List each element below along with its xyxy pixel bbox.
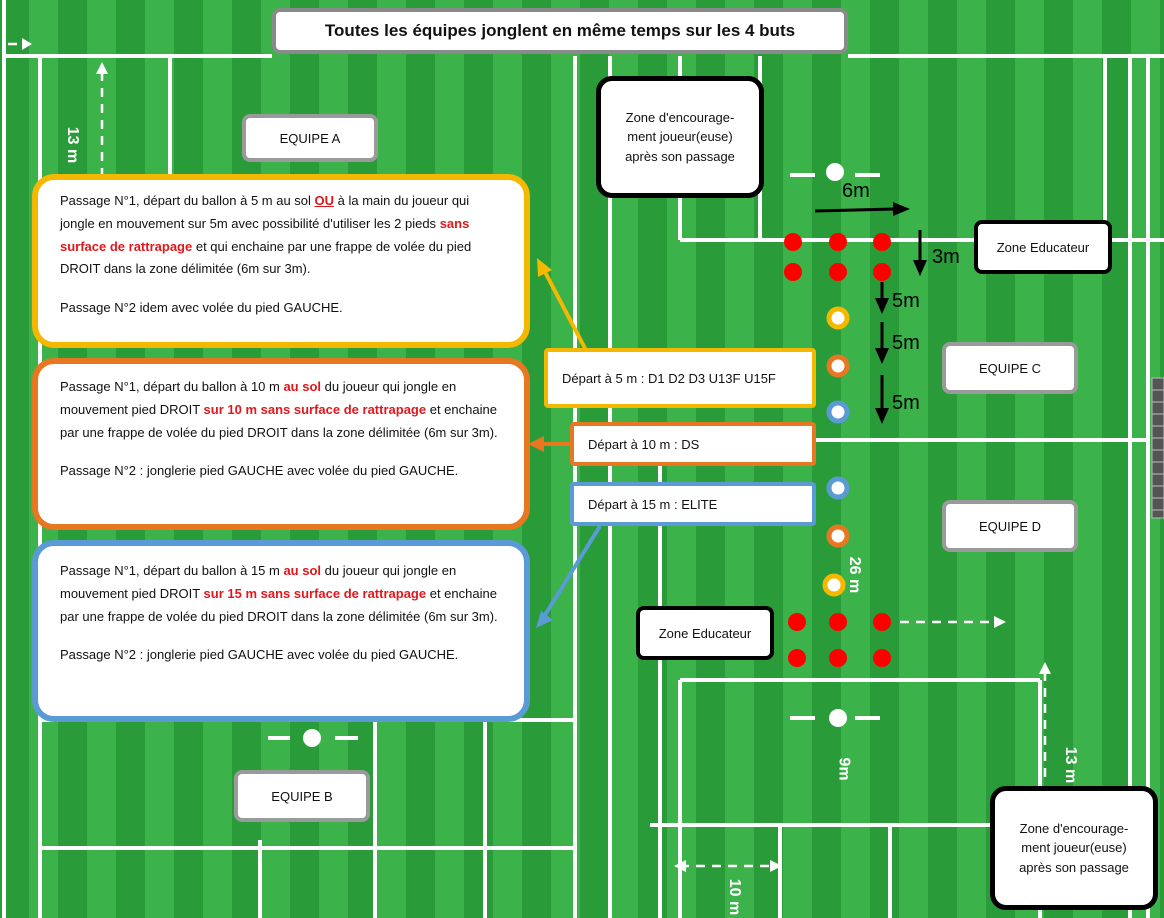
page-title: Toutes les équipes jonglent en même temp… <box>272 8 848 54</box>
departure-15m: Départ à 15 m : ELITE <box>570 482 816 526</box>
measure-5m-3: 5m <box>892 392 920 414</box>
measure-13m-right: 13 m <box>1062 746 1080 784</box>
measure-10m: 10 m <box>726 878 744 916</box>
measure-3m: 3m <box>932 246 960 268</box>
red-cones <box>784 233 891 667</box>
measure-5m-1: 5m <box>892 290 920 312</box>
measure-13m-left: 13 m <box>64 126 82 164</box>
instruction-15m: Passage N°1, départ du ballon à 15 m au … <box>32 540 530 722</box>
team-b-label: EQUIPE B <box>234 770 370 822</box>
departure-10m: Départ à 10 m : DS <box>570 422 816 466</box>
measure-6m: 6m <box>842 180 870 202</box>
educator-zone-top: Zone Educateur <box>974 220 1112 274</box>
instruction-5m: Passage N°1, départ du ballon à 5 m au s… <box>32 174 530 348</box>
encouragement-zone-bottom: Zone d'encourage-ment joueur(euse)après … <box>990 786 1158 910</box>
team-c-label: EQUIPE C <box>942 342 1078 394</box>
educator-zone-bottom: Zone Educateur <box>636 606 774 660</box>
departure-5m: Départ à 5 m : D1 D2 D3 U13F U15F <box>544 348 816 408</box>
measure-9m: 9m <box>835 757 853 781</box>
measure-5m-2: 5m <box>892 332 920 354</box>
measure-26m: 26 m <box>846 556 864 594</box>
team-a-label: EQUIPE A <box>242 114 378 162</box>
instruction-10m: Passage N°1, départ du ballon à 10 m au … <box>32 358 530 530</box>
encouragement-zone-top: Zone d'encourage-ment joueur(euse)après … <box>596 76 764 198</box>
team-d-label: EQUIPE D <box>942 500 1078 552</box>
